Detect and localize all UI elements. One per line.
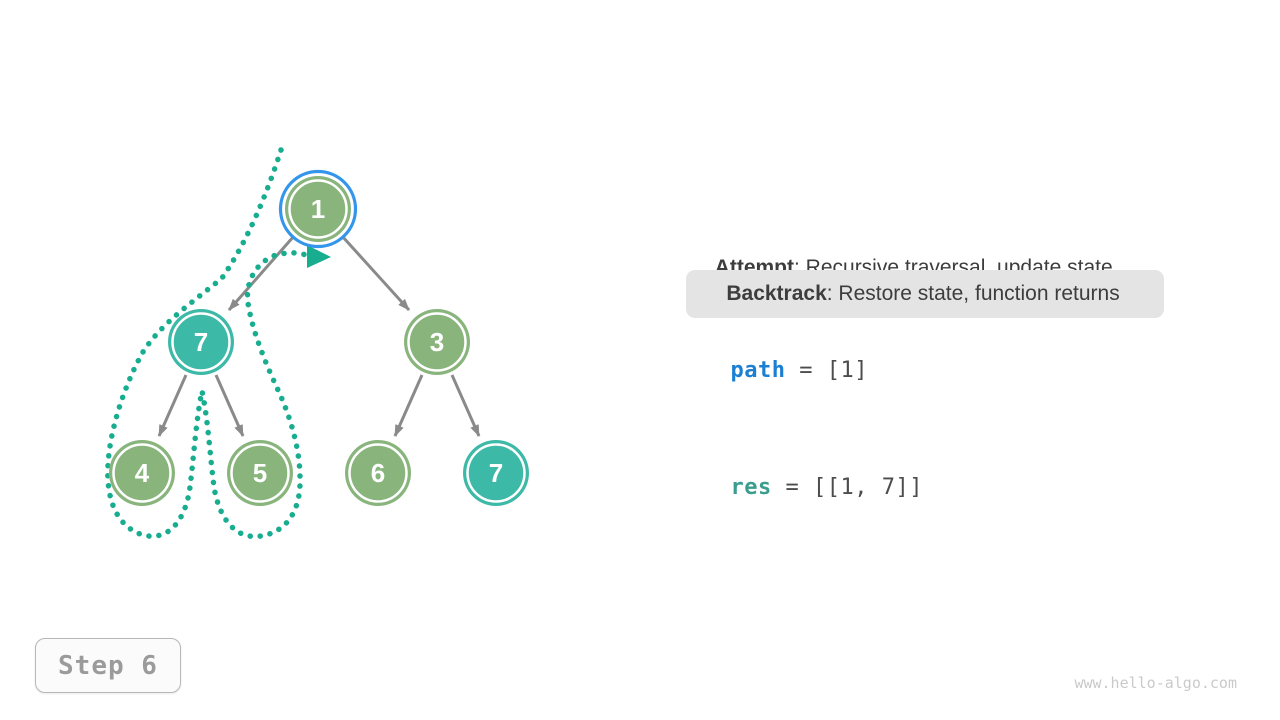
- node-inner-ring: [288, 179, 348, 239]
- res-variable-name: res: [730, 475, 772, 500]
- edge-7-5: [214, 374, 245, 437]
- tree-node-7-left: 7: [168, 309, 234, 375]
- node-circle: [285, 176, 351, 242]
- path-state-line: path = [1]: [703, 333, 868, 383]
- node-inner-ring: [348, 443, 408, 503]
- path-variable-value: = [1]: [785, 358, 868, 383]
- node-value: 5: [253, 458, 267, 488]
- node-inner-ring: [407, 312, 467, 372]
- edge-1-3: [340, 234, 411, 312]
- tree-edges: [157, 234, 481, 437]
- node-value: 4: [135, 458, 150, 488]
- tree-node-1: 1: [278, 169, 358, 249]
- node-inner-ring: [171, 312, 231, 372]
- tree-node-3: 3: [404, 309, 470, 375]
- edge-3-7: [450, 374, 481, 437]
- res-variable-value: = [[1, 7]]: [771, 475, 923, 500]
- edge-7-4: [157, 374, 188, 437]
- trace-dotted-path: [105, 147, 311, 540]
- node-inner-ring: [112, 443, 172, 503]
- node-value: 7: [194, 327, 208, 357]
- node-value: 7: [489, 458, 503, 488]
- node-value: 3: [430, 327, 444, 357]
- node-circle: [168, 309, 234, 375]
- tree-node-6: 6: [345, 440, 411, 506]
- node-value: 6: [371, 458, 385, 488]
- backtrack-legend-highlight: Backtrack: Restore state, function retur…: [686, 270, 1164, 318]
- tree-node-7-right: 7: [463, 440, 529, 506]
- node-circle: [227, 440, 293, 506]
- watermark: www.hello-algo.com: [1074, 674, 1237, 692]
- tree-node-5: 5: [227, 440, 293, 506]
- node-value: 1: [311, 194, 325, 224]
- node-inner-ring: [230, 443, 290, 503]
- backtrack-legend: Backtrack: Restore state, function retur…: [703, 258, 1120, 330]
- node-circle: [463, 440, 529, 506]
- tree-node-4: 4: [109, 440, 175, 506]
- res-state-line: res = [[1, 7]]: [703, 450, 923, 500]
- node-inner-ring: [466, 443, 526, 503]
- current-node-highlight-ring: [278, 169, 358, 249]
- trace-arrowhead-icon: [307, 245, 331, 268]
- edge-3-6: [393, 374, 424, 437]
- edge-1-7: [227, 235, 296, 311]
- path-variable-name: path: [730, 358, 786, 383]
- node-circle: [404, 309, 470, 375]
- step-badge[interactable]: Step 6: [35, 638, 181, 693]
- traversal-trace: [105, 147, 331, 540]
- backtrack-description: : Restore state, function returns: [826, 282, 1120, 305]
- backtrack-label: Backtrack: [726, 282, 827, 305]
- node-circle: [345, 440, 411, 506]
- node-circle: [109, 440, 175, 506]
